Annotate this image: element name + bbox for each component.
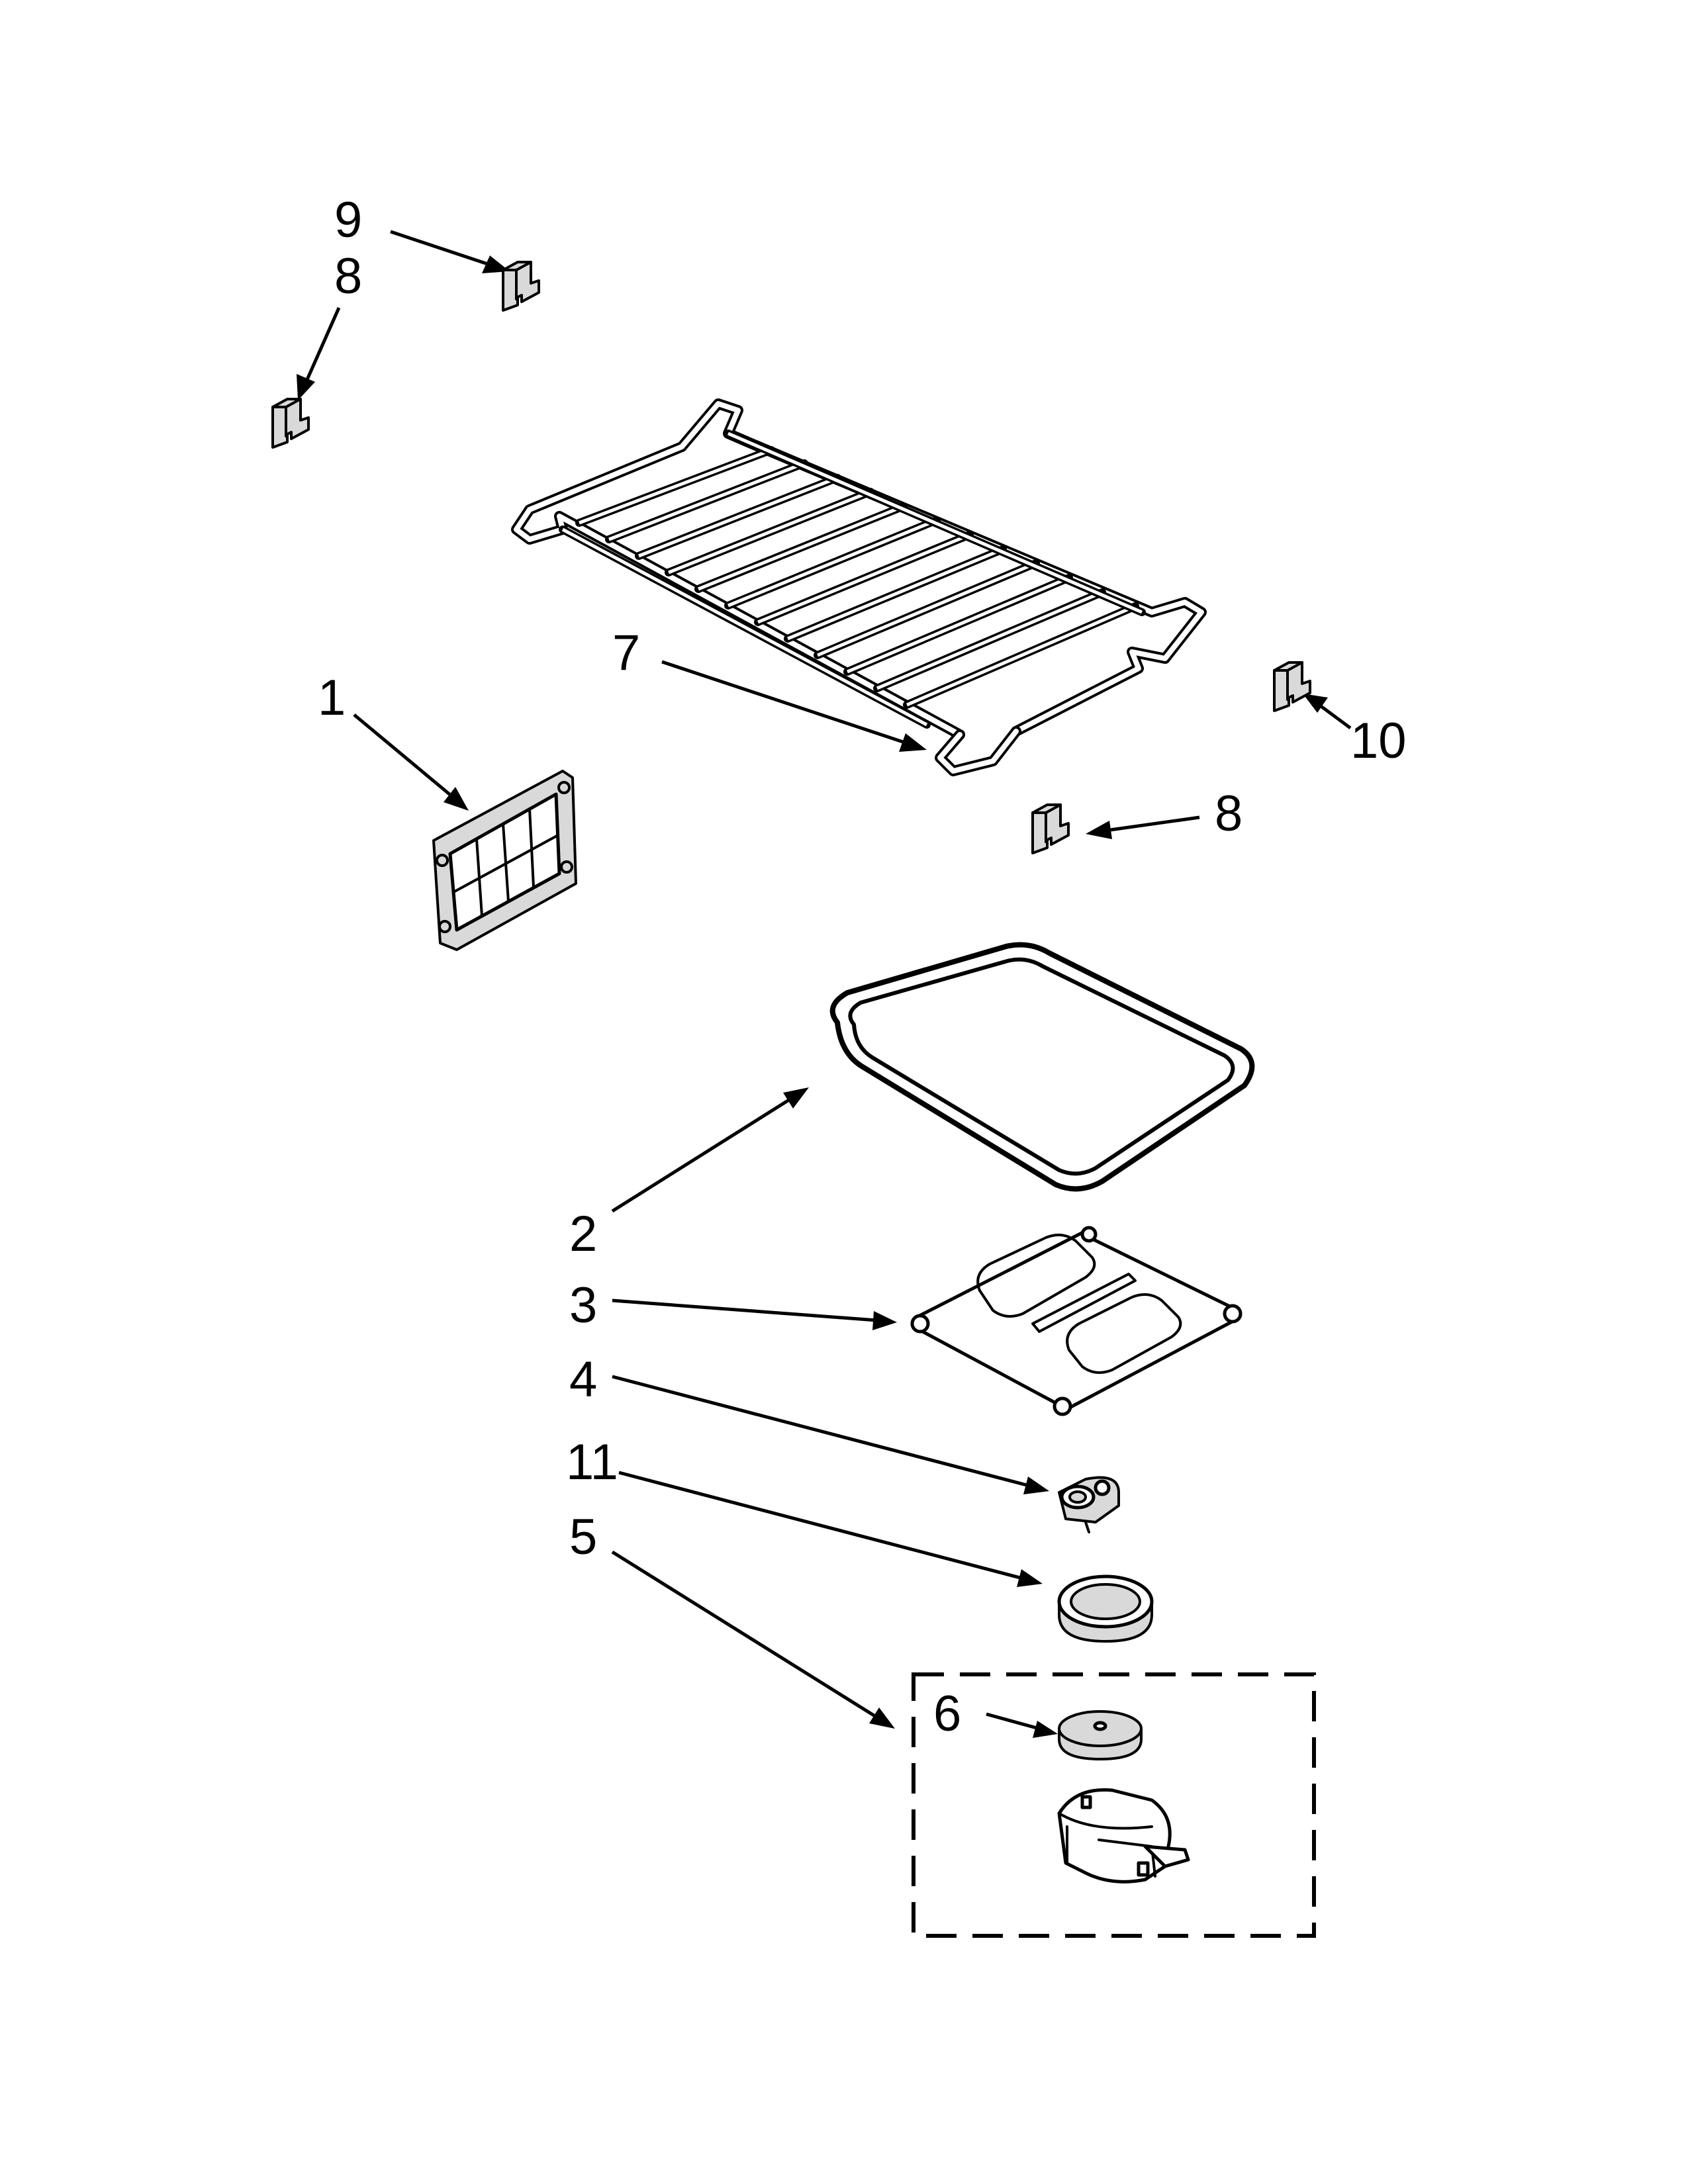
callout-9: 9 bbox=[334, 192, 362, 248]
callout-8-top: 8 bbox=[334, 248, 362, 304]
leader-1 bbox=[353, 713, 469, 811]
leader-6 bbox=[986, 1712, 1058, 1738]
clip-part-8-top bbox=[271, 398, 310, 449]
leader-9 bbox=[390, 230, 510, 273]
callout-1: 1 bbox=[318, 670, 346, 726]
leader-4 bbox=[612, 1375, 1049, 1494]
clip-part-9 bbox=[502, 261, 540, 312]
callout-6: 6 bbox=[933, 1686, 961, 1742]
ring-part-11 bbox=[1057, 1574, 1154, 1643]
wire-rack-part-7 bbox=[511, 398, 1207, 776]
callout-5: 5 bbox=[569, 1509, 597, 1565]
leader-8-right bbox=[1086, 815, 1200, 839]
gasket-part-2 bbox=[829, 942, 1255, 1192]
filter-part-1 bbox=[432, 770, 577, 951]
motor bbox=[1057, 1788, 1190, 1884]
leader-8-top bbox=[297, 306, 341, 400]
leader-11 bbox=[618, 1471, 1043, 1587]
callout-7: 7 bbox=[612, 625, 640, 681]
callout-4: 4 bbox=[569, 1351, 597, 1408]
callout-11: 11 bbox=[566, 1434, 618, 1490]
clip-part-10 bbox=[1273, 661, 1311, 712]
callout-10: 10 bbox=[1350, 713, 1407, 769]
callout-3: 3 bbox=[569, 1277, 597, 1334]
clip-part-8-right bbox=[1031, 803, 1070, 854]
leader-7 bbox=[661, 660, 927, 752]
support-part-3 bbox=[910, 1226, 1243, 1416]
leader-10 bbox=[1303, 694, 1352, 730]
callout-2: 2 bbox=[569, 1206, 597, 1262]
motor-assembly-part-5 bbox=[912, 1672, 1316, 1938]
leader-2 bbox=[611, 1087, 809, 1213]
callout-8-right: 8 bbox=[1215, 786, 1243, 842]
coupler-part-4 bbox=[1058, 1476, 1120, 1533]
leader-5 bbox=[611, 1550, 895, 1729]
hub-part-6 bbox=[1058, 1710, 1143, 1760]
leader-3 bbox=[612, 1298, 897, 1330]
